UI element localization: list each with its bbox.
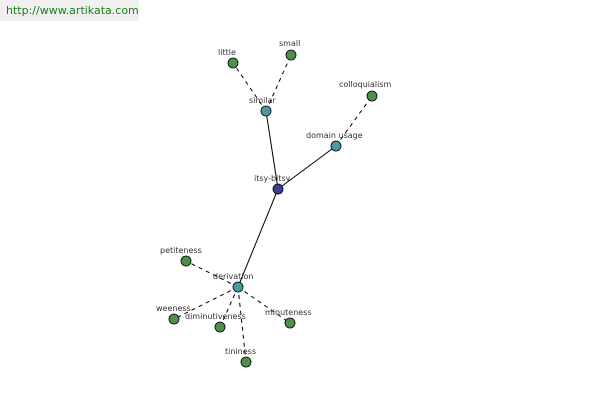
node-minuteness[interactable]: minuteness (265, 308, 312, 329)
node-tininess[interactable]: tininess (225, 347, 256, 368)
node-minuteness-label[interactable]: minuteness (265, 308, 312, 317)
node-little-circle[interactable] (227, 57, 239, 69)
node-minuteness-circle[interactable] (284, 317, 296, 329)
node-diminutiveness-circle[interactable] (214, 321, 226, 333)
node-small-circle[interactable] (285, 49, 297, 61)
node-colloquialism-label[interactable]: colloquialism (339, 80, 392, 89)
node-colloquialism-circle[interactable] (366, 90, 378, 102)
node-small-label[interactable]: small (279, 39, 300, 48)
node-root-circle[interactable] (272, 183, 284, 195)
edge-derivation-to-petiteness (185, 260, 239, 288)
node-domain-usage-circle[interactable] (330, 140, 342, 152)
node-domain-usage-label[interactable]: domain usage (306, 131, 363, 140)
edges-layer (173, 54, 373, 363)
node-similar-label[interactable]: similar (249, 96, 277, 105)
edge-root-to-derivation (237, 188, 279, 288)
edge-derivation-to-minuteness (237, 286, 291, 324)
nodes-layer: itsy-bitsy similar domain usage derivation l… (156, 39, 392, 368)
node-similar[interactable]: similar (249, 96, 277, 117)
node-diminutiveness[interactable]: diminutiveness (185, 312, 246, 333)
edge-similar-to-little (232, 62, 267, 112)
site-url-link[interactable]: http://www.artikata.com (0, 0, 139, 21)
node-root[interactable]: itsy-bitsy (254, 174, 291, 195)
edge-root-to-similar (265, 110, 279, 190)
edge-root-to-domain-usage (277, 145, 337, 190)
node-derivation[interactable]: derivation (213, 272, 253, 293)
node-little[interactable]: little (218, 48, 239, 69)
node-tininess-label[interactable]: tininess (225, 347, 256, 356)
node-small[interactable]: small (279, 39, 300, 61)
node-domain-usage[interactable]: domain usage (306, 131, 363, 152)
edge-similar-to-small (265, 54, 292, 112)
node-weeness[interactable]: weeness (156, 304, 191, 325)
node-root-label[interactable]: itsy-bitsy (254, 174, 291, 183)
node-colloquialism[interactable]: colloquialism (339, 80, 392, 102)
edge-derivation-to-weeness (173, 286, 239, 320)
node-petiteness-label[interactable]: petiteness (160, 246, 202, 255)
edge-derivation-to-diminutiveness (219, 286, 239, 328)
node-petiteness[interactable]: petiteness (160, 246, 202, 267)
node-petiteness-circle[interactable] (180, 255, 192, 267)
node-tininess-circle[interactable] (240, 356, 252, 368)
node-diminutiveness-label[interactable]: diminutiveness (185, 312, 246, 321)
node-derivation-label[interactable]: derivation (213, 272, 253, 281)
node-similar-circle[interactable] (260, 105, 272, 117)
edge-domain-usage-to-colloquialism (335, 95, 373, 147)
node-little-label[interactable]: little (218, 48, 236, 57)
node-weeness-circle[interactable] (168, 313, 180, 325)
node-weeness-label[interactable]: weeness (156, 304, 191, 313)
node-derivation-circle[interactable] (232, 281, 244, 293)
